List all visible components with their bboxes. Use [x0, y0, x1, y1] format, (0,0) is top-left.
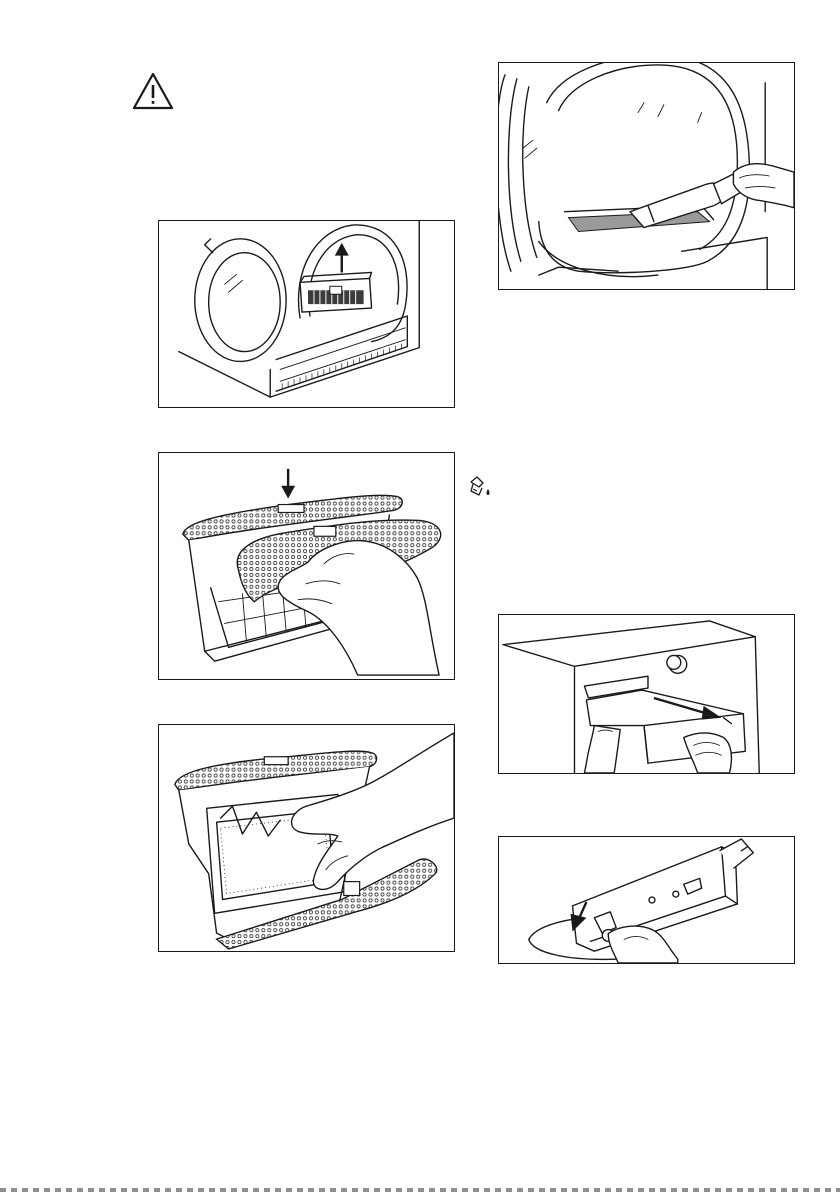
figure-open-filter [158, 452, 455, 680]
figure-vacuum-filter-housing [498, 62, 795, 290]
figure-clean-filter [158, 724, 455, 952]
figure-lift-filter-out [158, 220, 455, 408]
environment-tip-icon [469, 476, 493, 498]
figure-pull-water-container [498, 614, 795, 774]
figure-empty-water-container [498, 836, 795, 964]
page-edge-dotted-line [0, 1188, 840, 1192]
warning-triangle-icon [132, 72, 174, 110]
